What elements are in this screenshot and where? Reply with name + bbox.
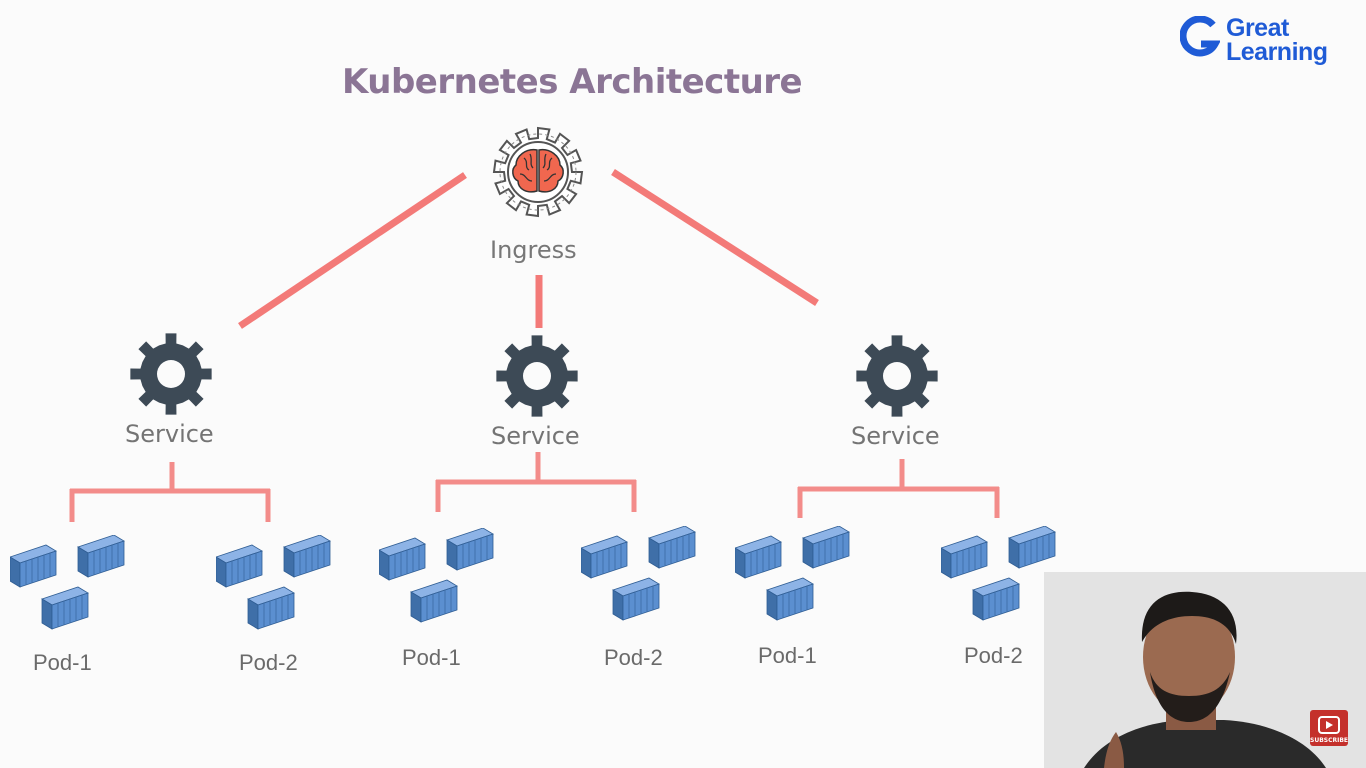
- container-icon: [446, 528, 494, 571]
- container-icon: [1008, 526, 1056, 569]
- container-icon: [283, 535, 331, 578]
- pod-containers-icon: [735, 526, 850, 621]
- bracket-service-1: [69, 462, 271, 522]
- container-icon: [216, 544, 263, 588]
- pod-containers-icon: [379, 528, 494, 623]
- container-icon: [612, 577, 660, 621]
- container-icon: [247, 586, 295, 630]
- gear-icon: [130, 333, 212, 415]
- pod-containers-icon: [10, 535, 125, 630]
- pod-containers-icon: [216, 535, 331, 630]
- subscribe-label: SUBSCRIBE: [1310, 737, 1349, 744]
- pod-label: Pod-1: [33, 650, 92, 675]
- container-icon: [972, 577, 1020, 621]
- presenter-webcam: SUBSCRIBE: [1044, 572, 1366, 768]
- ingress-label: Ingress: [490, 236, 577, 264]
- gear-icon: [856, 335, 938, 417]
- container-icon: [379, 537, 426, 581]
- container-icon: [735, 535, 782, 579]
- pod-label: Pod-2: [604, 645, 663, 670]
- play-icon: [1318, 716, 1340, 734]
- pod-label: Pod-2: [964, 643, 1023, 668]
- bracket-service-2: [435, 452, 637, 512]
- service-label: Service: [125, 420, 214, 448]
- pod-label: Pod-1: [402, 645, 461, 670]
- container-icon: [77, 535, 125, 578]
- container-icon: [766, 577, 814, 621]
- gear-icon: [496, 335, 578, 417]
- container-icon: [581, 535, 628, 579]
- pod-label: Pod-1: [758, 643, 817, 668]
- subscribe-button[interactable]: SUBSCRIBE: [1310, 710, 1348, 746]
- pod-containers-icon: [581, 526, 696, 621]
- diagram-title: Kubernetes Architecture: [342, 62, 803, 102]
- service-label: Service: [851, 422, 940, 450]
- logo-line2: Learning: [1226, 38, 1328, 66]
- bracket-service-3: [797, 459, 1000, 518]
- container-icon: [410, 579, 458, 623]
- container-icon: [802, 526, 850, 569]
- connector-ingress-left: [238, 172, 467, 329]
- service-label: Service: [491, 422, 580, 450]
- container-icon: [41, 586, 89, 630]
- pod-label: Pod-2: [239, 650, 298, 675]
- great-learning-g-icon: [1179, 15, 1221, 57]
- great-learning-logo: Great Learning: [1179, 14, 1340, 68]
- pod-containers-icon: [941, 526, 1056, 621]
- presenter-image: [1044, 572, 1366, 768]
- connector-ingress-right: [611, 169, 819, 306]
- container-icon: [941, 535, 988, 579]
- container-icon: [10, 544, 57, 588]
- brain-gear-icon: [492, 126, 584, 218]
- logo-line1: Great: [1226, 14, 1289, 42]
- container-icon: [648, 526, 696, 569]
